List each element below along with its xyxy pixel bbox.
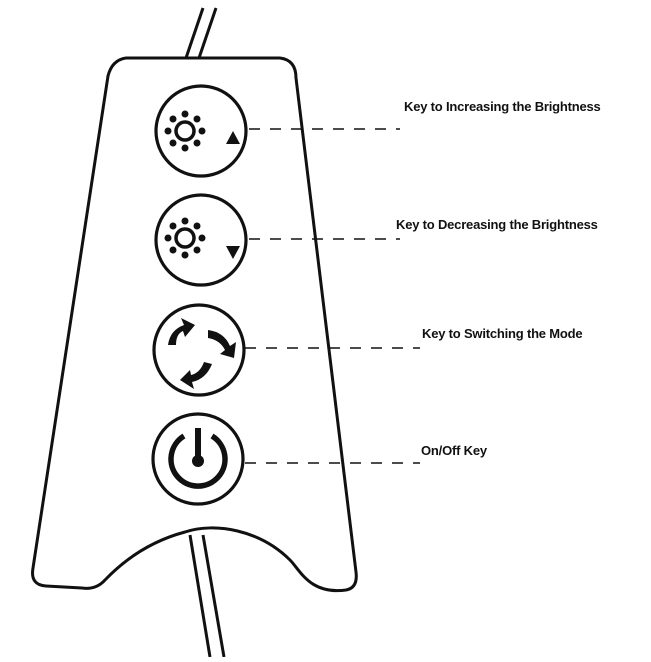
brightness-down-label: Key to Decreasing the Brightness <box>396 217 598 232</box>
cycle-arrows-icon <box>168 318 236 389</box>
brightness-up-label: Key to Increasing the Brightness <box>404 99 601 114</box>
sun-icon <box>164 217 206 259</box>
triangle-down-icon <box>226 246 240 259</box>
cable-bottom <box>188 534 226 658</box>
power-label: On/Off Key <box>421 443 487 458</box>
mode-label: Key to Switching the Mode <box>422 326 583 341</box>
leader-lines <box>245 128 420 464</box>
triangle-up-icon <box>226 131 240 144</box>
brightness-up-key[interactable] <box>154 84 248 178</box>
power-icon <box>168 428 228 489</box>
sun-icon <box>164 110 206 152</box>
cable-top <box>184 7 218 59</box>
mode-key[interactable] <box>152 303 246 397</box>
brightness-down-key[interactable] <box>154 193 248 287</box>
power-key[interactable] <box>151 412 245 506</box>
